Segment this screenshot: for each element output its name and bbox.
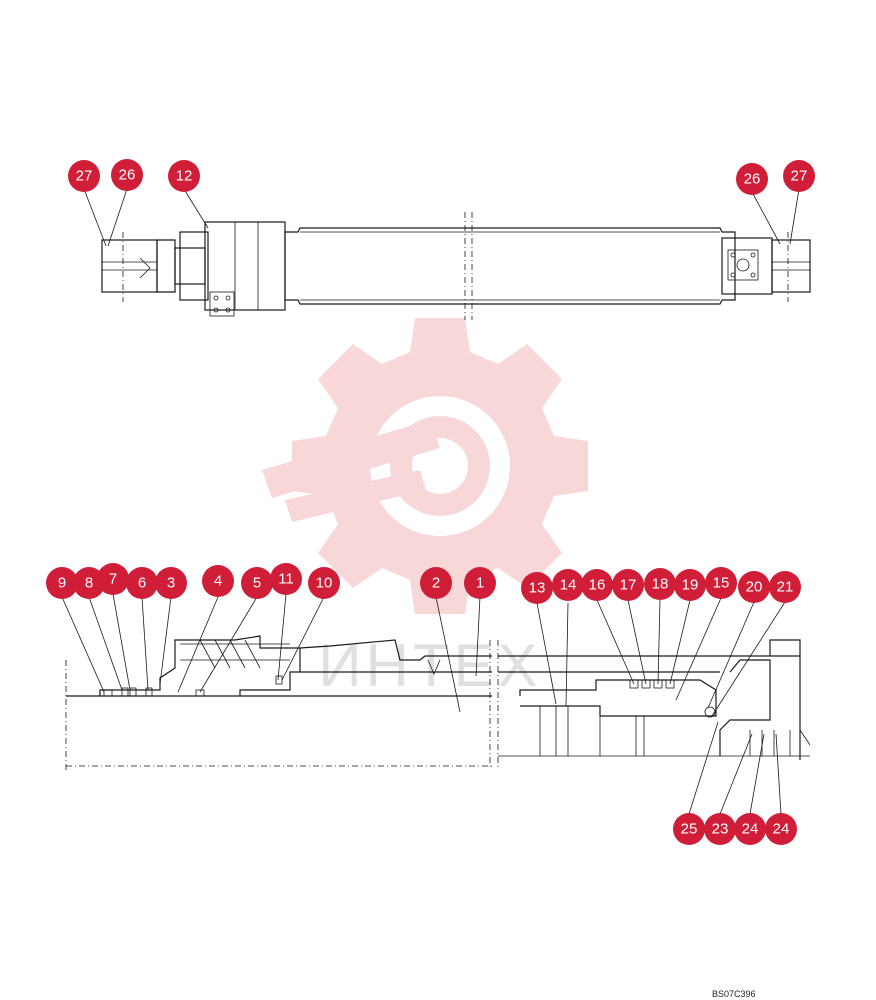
callout-27-top-right: 27 [783,160,815,192]
svg-text:10: 10 [316,575,333,592]
svg-text:27: 27 [791,168,808,185]
callout-25: 25 [673,813,705,845]
cylinder-assembly-view [101,212,811,320]
callout-18: 18 [644,568,676,600]
svg-text:2: 2 [432,575,440,592]
callout-14: 14 [552,569,584,601]
callout-26-top-right: 26 [736,163,768,195]
svg-text:1: 1 [476,575,484,592]
callout-16: 16 [581,569,613,601]
svg-text:15: 15 [713,575,730,592]
svg-text:14: 14 [560,577,577,594]
callout-26-top-left: 26 [111,159,143,191]
callout-9: 9 [46,567,78,599]
callout-27-top-left: 27 [68,160,100,192]
callout-8: 8 [73,567,105,599]
svg-text:23: 23 [712,821,729,838]
svg-text:21: 21 [777,579,794,596]
callout-24-left: 24 [734,813,766,845]
svg-text:27: 27 [76,168,93,185]
svg-text:9: 9 [58,575,66,592]
callout-11: 11 [270,563,302,595]
svg-text:25: 25 [681,821,698,838]
callout-19: 19 [674,569,706,601]
callout-21: 21 [769,571,801,603]
callout-4: 4 [202,565,234,597]
svg-text:17: 17 [620,577,637,594]
svg-text:24: 24 [742,821,759,838]
callout-1: 1 [464,567,496,599]
watermark-gear-logo [262,318,588,614]
svg-text:8: 8 [85,575,93,592]
svg-text:4: 4 [214,573,222,590]
svg-text:18: 18 [652,576,669,593]
callout-24-right: 24 [765,813,797,845]
callout-2: 2 [420,567,452,599]
callout-20: 20 [738,571,770,603]
svg-text:6: 6 [138,575,146,592]
callout-12: 12 [168,160,200,192]
callout-15: 15 [705,567,737,599]
callout-3: 3 [155,567,187,599]
svg-text:16: 16 [589,577,606,594]
svg-text:24: 24 [773,821,790,838]
svg-text:20: 20 [746,579,763,596]
cylinder-section-view [65,635,811,770]
svg-text:19: 19 [682,577,699,594]
svg-text:26: 26 [744,171,761,188]
svg-text:26: 26 [119,167,136,184]
svg-text:12: 12 [176,168,193,185]
callout-10: 10 [308,567,340,599]
svg-text:13: 13 [529,580,546,597]
callout-5: 5 [241,567,273,599]
callout-23: 23 [704,813,736,845]
callout-6: 6 [126,567,158,599]
svg-text:3: 3 [167,575,175,592]
svg-text:7: 7 [109,571,117,588]
callout-13: 13 [521,572,553,604]
svg-text:11: 11 [278,571,294,588]
svg-text:5: 5 [253,575,261,592]
callout-7: 7 [97,563,129,595]
drawing-code: BS07C396 [712,989,756,999]
callout-17: 17 [612,569,644,601]
